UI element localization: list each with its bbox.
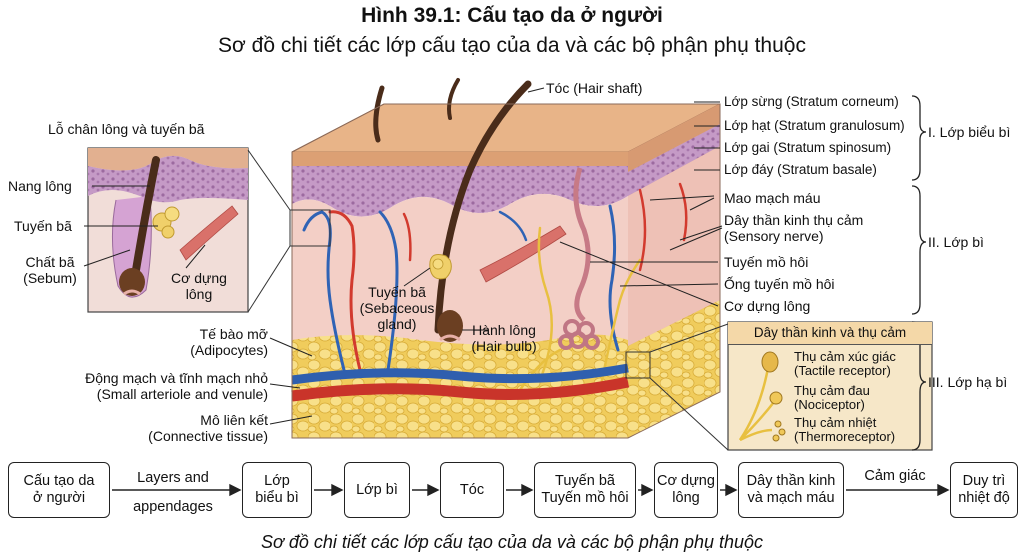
group-hypodermis: III. Lớp hạ bì xyxy=(928,374,1007,390)
flow-edge-layers: Layers and appendages xyxy=(118,470,228,516)
receptor-box-title: Dây thần kinh và thụ cảm xyxy=(728,322,932,345)
label-connective: Mô liên kết (Connective tissue) xyxy=(110,412,268,444)
label-sensory-nerve: Dây thần kinh thụ cảm (Sensory nerve) xyxy=(724,212,863,244)
group-dermis: II. Lớp bì xyxy=(928,234,984,250)
label-hair-shaft: Tóc (Hair shaft) xyxy=(546,80,642,96)
label-thermoreceptor: Thụ cảm nhiệt (Thermoreceptor) xyxy=(794,416,895,444)
label-adipocytes: Tế bào mỡ (Adipocytes) xyxy=(130,326,268,358)
label-hair-bulb: Hành lông (Hair bulb) xyxy=(462,322,546,354)
tactile-receptor-icon xyxy=(762,352,778,372)
pore-inset-title: Lỗ chân lông và tuyến bã xyxy=(48,121,204,137)
flow-node-hair: Tóc xyxy=(440,462,504,518)
flow-node-dermis: Lớp bì xyxy=(344,462,410,518)
label-spinosum: Lớp gai (Stratum spinosum) xyxy=(724,140,891,156)
group-epidermis: I. Lớp biểu bì xyxy=(928,124,1010,140)
label-sebum: Chất bã (Sebum) xyxy=(16,254,84,286)
label-follicle: Nang lông xyxy=(8,178,72,194)
figure-caption: Sơ đồ chi tiết các lớp cấu tạo của da và… xyxy=(0,532,1024,553)
flow-edge-sensation: Cảm giác xyxy=(852,468,938,485)
label-corneum: Lớp sừng (Stratum corneum) xyxy=(724,94,899,110)
label-granulosum: Lớp hạt (Stratum granulosum) xyxy=(724,118,905,134)
label-vessels: Động mạch và tĩnh mạch nhỏ (Small arteri… xyxy=(40,370,268,402)
label-sweat-gland: Tuyến mồ hôi xyxy=(724,254,808,270)
label-capillaries: Mao mạch máu xyxy=(724,190,820,206)
label-basale: Lớp đáy (Stratum basale) xyxy=(724,162,877,178)
label-sebaceous-small: Tuyến bã xyxy=(14,218,72,234)
label-tactile: Thụ cảm xúc giác (Tactile receptor) xyxy=(794,350,896,378)
label-nociceptor: Thụ cảm đau (Nociceptor) xyxy=(794,384,870,412)
label-arrector-big: Cơ dựng lông xyxy=(724,298,810,314)
label-sebaceous-big: Tuyến bã (Sebaceous gland) xyxy=(352,284,442,332)
nociceptor-icon xyxy=(770,392,782,404)
stratum-corneum xyxy=(292,152,628,166)
label-sweat-duct: Ống tuyến mồ hôi xyxy=(724,276,835,292)
label-arrector-small: Cơ dựng lông xyxy=(164,270,234,302)
